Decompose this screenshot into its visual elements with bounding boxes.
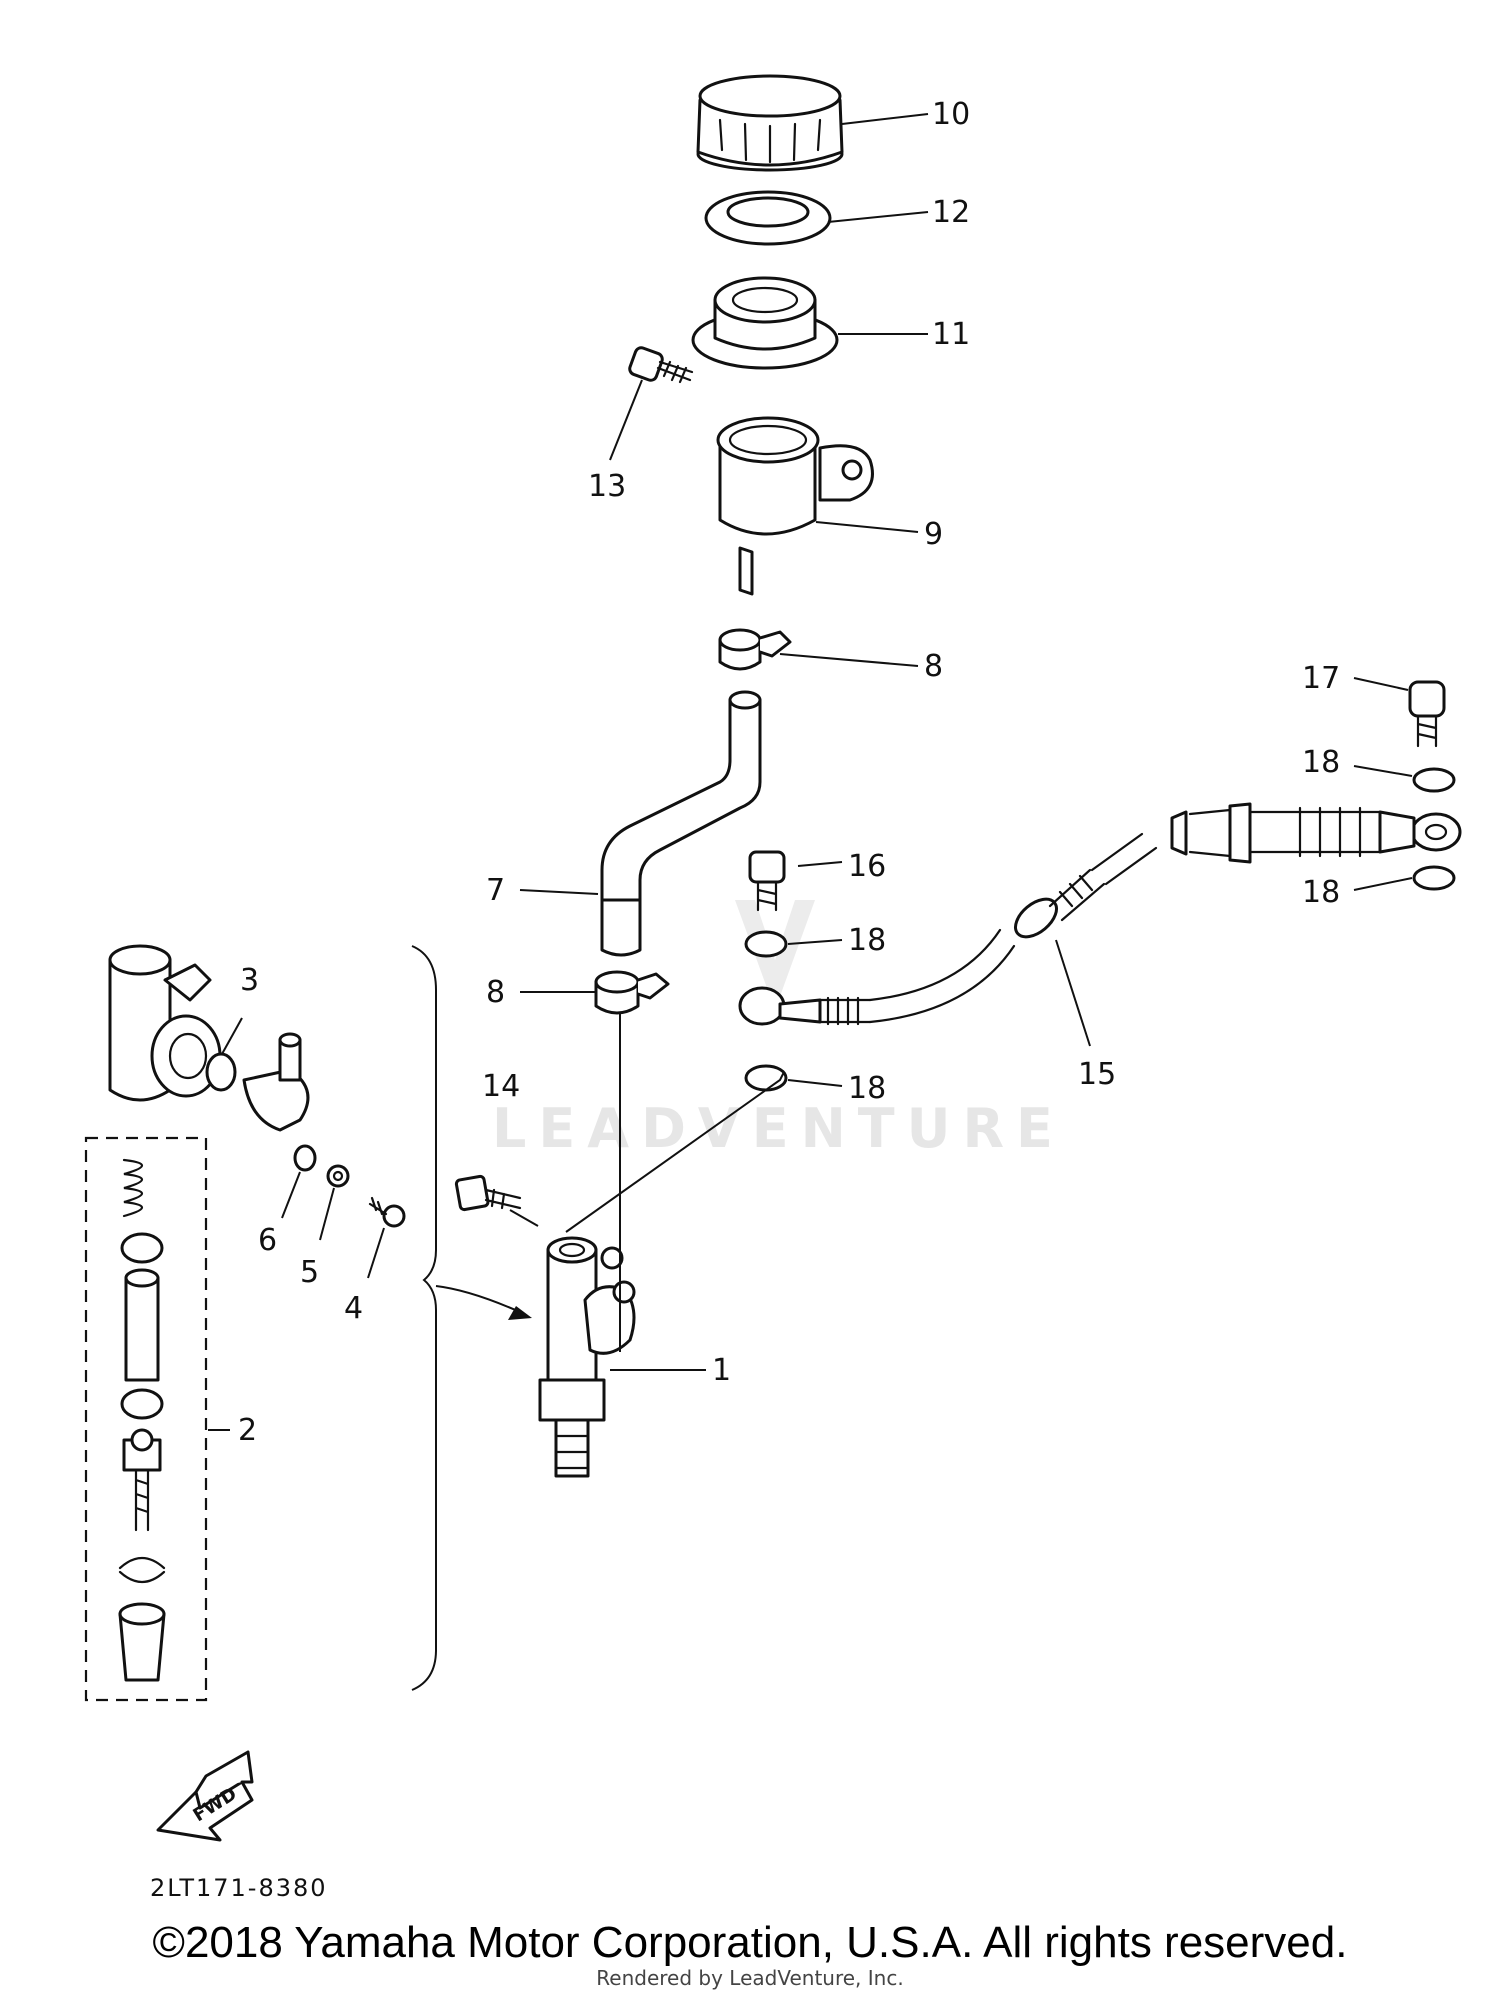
cylinder-body-exploded xyxy=(108,944,222,1102)
washer-6 xyxy=(293,1144,317,1172)
reservoir-hose xyxy=(600,690,762,957)
watermark-text: LEADVENTURE xyxy=(492,1097,1065,1160)
callout-16: 16 xyxy=(848,849,886,884)
nut-5 xyxy=(326,1164,350,1188)
callout-11: 11 xyxy=(932,317,970,352)
union-bolt-14 xyxy=(454,1174,522,1212)
watermark: LEADVENTURE xyxy=(492,900,1065,1160)
diaphragm-plate xyxy=(704,190,832,246)
diagram-code: 2LT171-8380 xyxy=(150,1874,328,1902)
callout-18-d: 18 xyxy=(1302,875,1340,910)
callout-14: 14 xyxy=(482,1069,520,1104)
callout-3: 3 xyxy=(240,963,259,998)
leader-lines xyxy=(208,113,1413,1431)
callout-15: 15 xyxy=(1078,1057,1116,1092)
screw-4 xyxy=(368,1196,406,1228)
callout-18-c: 18 xyxy=(1302,745,1340,780)
callout-8-upper: 8 xyxy=(924,649,943,684)
assembly-bracket xyxy=(411,945,437,1691)
callout-10: 10 xyxy=(932,97,970,132)
copyright-notice: ©2018 Yamaha Motor Corporation, U.S.A. A… xyxy=(152,1918,1348,1967)
bracket-arrowhead xyxy=(508,1306,532,1320)
callout-18-a: 18 xyxy=(848,923,886,958)
repair-kit-parts xyxy=(118,1158,166,1682)
callout-12: 12 xyxy=(932,195,970,230)
reservoir-tank xyxy=(716,416,874,596)
callout-2: 2 xyxy=(238,1413,257,1448)
callout-17: 17 xyxy=(1302,661,1340,696)
callout-6: 6 xyxy=(258,1223,277,1258)
gasket-18c xyxy=(1412,767,1456,793)
bleed-screw-17 xyxy=(1408,680,1446,748)
callout-1: 1 xyxy=(712,1353,731,1388)
callout-7: 7 xyxy=(486,873,505,908)
o-ring xyxy=(205,1052,237,1092)
callout-18-b: 18 xyxy=(848,1071,886,1106)
fwd-arrow: FWD xyxy=(156,1750,254,1842)
banjo-fitting-right xyxy=(1170,802,1462,864)
callout-8-lower: 8 xyxy=(486,975,505,1010)
gasket-18d xyxy=(1412,865,1456,891)
repair-kit-box xyxy=(84,1136,208,1702)
callout-5: 5 xyxy=(300,1255,319,1290)
rendered-by-notice: Rendered by LeadVenture, Inc. xyxy=(596,1966,904,1990)
callout-9: 9 xyxy=(924,517,943,552)
reservoir-cap xyxy=(696,74,844,172)
hose-joint xyxy=(242,1032,310,1132)
union-bolt-16 xyxy=(748,850,786,912)
bracket-arrow xyxy=(435,1285,521,1313)
hose-clamp-lower xyxy=(594,970,670,1015)
callout-4: 4 xyxy=(344,1291,363,1326)
reservoir-screw xyxy=(628,346,694,384)
brake-hose xyxy=(738,832,1158,1026)
callout-13: 13 xyxy=(588,469,626,504)
hose-clamp-upper xyxy=(718,628,792,671)
master-cylinder xyxy=(538,1236,636,1478)
diaphragm xyxy=(691,276,839,370)
gasket-18a xyxy=(744,930,788,958)
